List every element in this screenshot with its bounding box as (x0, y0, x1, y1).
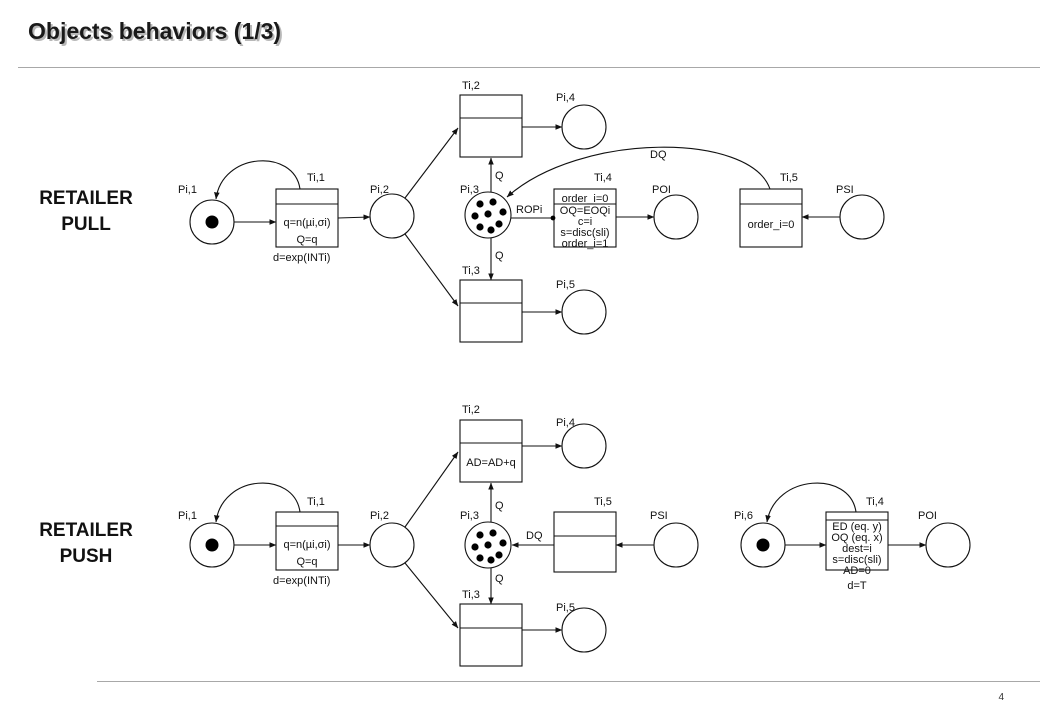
ti4-line-5: AD=0 (843, 565, 871, 577)
transition-ti2 (459, 419, 523, 483)
section-label-line-1: RETAILER (39, 520, 133, 541)
ti1-expression: q=n(µi,σi) (283, 539, 330, 551)
label-pi2: Pi,2 (370, 184, 389, 196)
place-pi2 (369, 193, 415, 239)
label-pi1: Pi,1 (178, 184, 197, 196)
label-poi: POI (918, 510, 937, 522)
label-pi4: Pi,4 (556, 92, 575, 104)
place-pi5 (561, 607, 607, 653)
title-divider (18, 67, 1040, 68)
ti4-line-3: dest=i (842, 543, 872, 555)
ti4-line-2: OQ=EOQi (560, 205, 610, 217)
transition-ti3 (459, 603, 523, 667)
page-number: 4 (998, 692, 1004, 703)
label-psi: PSI (836, 184, 854, 196)
place-poi (925, 522, 971, 568)
transition-ti2 (459, 94, 523, 158)
label-pi5: Pi,5 (556, 602, 575, 614)
ti5-expression: order_i=0 (748, 219, 795, 231)
label-ti5: Ti,5 (594, 496, 612, 508)
label-ti3: Ti,3 (462, 265, 480, 277)
label-dq: DQ (650, 149, 667, 161)
ti1-expression: q=n(µi,σi) (283, 217, 330, 229)
label-q-up: Q (495, 170, 504, 182)
label-pi6: Pi,6 (734, 510, 753, 522)
token (756, 538, 770, 552)
place-pi4 (561, 104, 607, 150)
tokens-pi3 (471, 198, 507, 234)
label-ropi: ROPi (516, 204, 542, 216)
place-pi2 (369, 522, 415, 568)
label-pi3: Pi,3 (460, 510, 479, 522)
label-ti4: Ti,4 (594, 172, 612, 184)
section-label-line-2: PULL (61, 214, 111, 235)
ti4-line-3: c=i (578, 216, 592, 228)
section-label-line-1: RETAILER (39, 188, 133, 209)
label-poi: POI (652, 184, 671, 196)
ti1-output: Q=q (296, 556, 317, 568)
place-poi (653, 194, 699, 240)
section-label-retailer-pull: RETAILER PULL (26, 186, 146, 238)
label-q-down: Q (495, 250, 504, 262)
label-dq: DQ (526, 530, 543, 542)
ti4-line-4: s=disc(sli) (560, 227, 609, 239)
ti2-expression: AD=AD+q (466, 457, 516, 469)
label-ti1: Ti,1 (307, 172, 325, 184)
pull-net: Pi,1 Ti,1 q=n(µi,σi) Q=q d=exp(INTi) Pi,… (178, 80, 885, 343)
label-pi5: Pi,5 (556, 279, 575, 291)
label-ti2: Ti,2 (462, 404, 480, 416)
footer-divider (97, 681, 1040, 682)
slide-title: Objects behaviors (1/3) (28, 18, 282, 44)
ti1-output: Q=q (296, 234, 317, 246)
token (205, 538, 219, 552)
label-ti5: Ti,5 (780, 172, 798, 184)
transition-ti5 (739, 188, 803, 248)
transition-ti5 (553, 511, 617, 573)
label-q-down: Q (495, 573, 504, 585)
label-ti2: Ti,2 (462, 80, 480, 92)
push-net: Pi,1 Ti,1 q=n(µi,σi) Q=q d=exp(INTi) Pi,… (178, 404, 971, 667)
transition-ti1 (275, 511, 339, 571)
ti1-delay: d=exp(INTi) (273, 252, 330, 264)
ti4-line-5: order_i=1 (562, 238, 609, 250)
place-pi5 (561, 289, 607, 335)
ti4-line-1: ED (eq. y) (832, 521, 882, 533)
ti4-delay: d=T (847, 580, 867, 592)
place-pi4 (561, 423, 607, 469)
ti1-delay: d=exp(INTi) (273, 575, 330, 587)
transition-ti4 (553, 188, 617, 248)
token (205, 215, 219, 229)
ti4-line-1: order_i=0 (562, 193, 609, 205)
transition-ti4 (825, 511, 889, 571)
label-q-up: Q (495, 500, 504, 512)
place-psi (839, 194, 885, 240)
section-label-line-2: PUSH (59, 546, 113, 567)
label-pi1: Pi,1 (178, 510, 197, 522)
tokens-pi3 (471, 529, 507, 564)
label-ti4: Ti,4 (866, 496, 884, 508)
section-label-retailer-push: RETAILER PUSH (26, 518, 146, 570)
transition-ti3 (459, 279, 523, 343)
label-pi2: Pi,2 (370, 510, 389, 522)
place-psi (653, 522, 699, 568)
label-psi: PSI (650, 510, 668, 522)
label-ti1: Ti,1 (307, 496, 325, 508)
label-pi4: Pi,4 (556, 417, 575, 429)
ti4-line-4: s=disc(sli) (832, 554, 881, 566)
ti4-line-2: OQ (eq. x) (831, 532, 882, 544)
label-ti3: Ti,3 (462, 589, 480, 601)
label-pi3: Pi,3 (460, 184, 479, 196)
